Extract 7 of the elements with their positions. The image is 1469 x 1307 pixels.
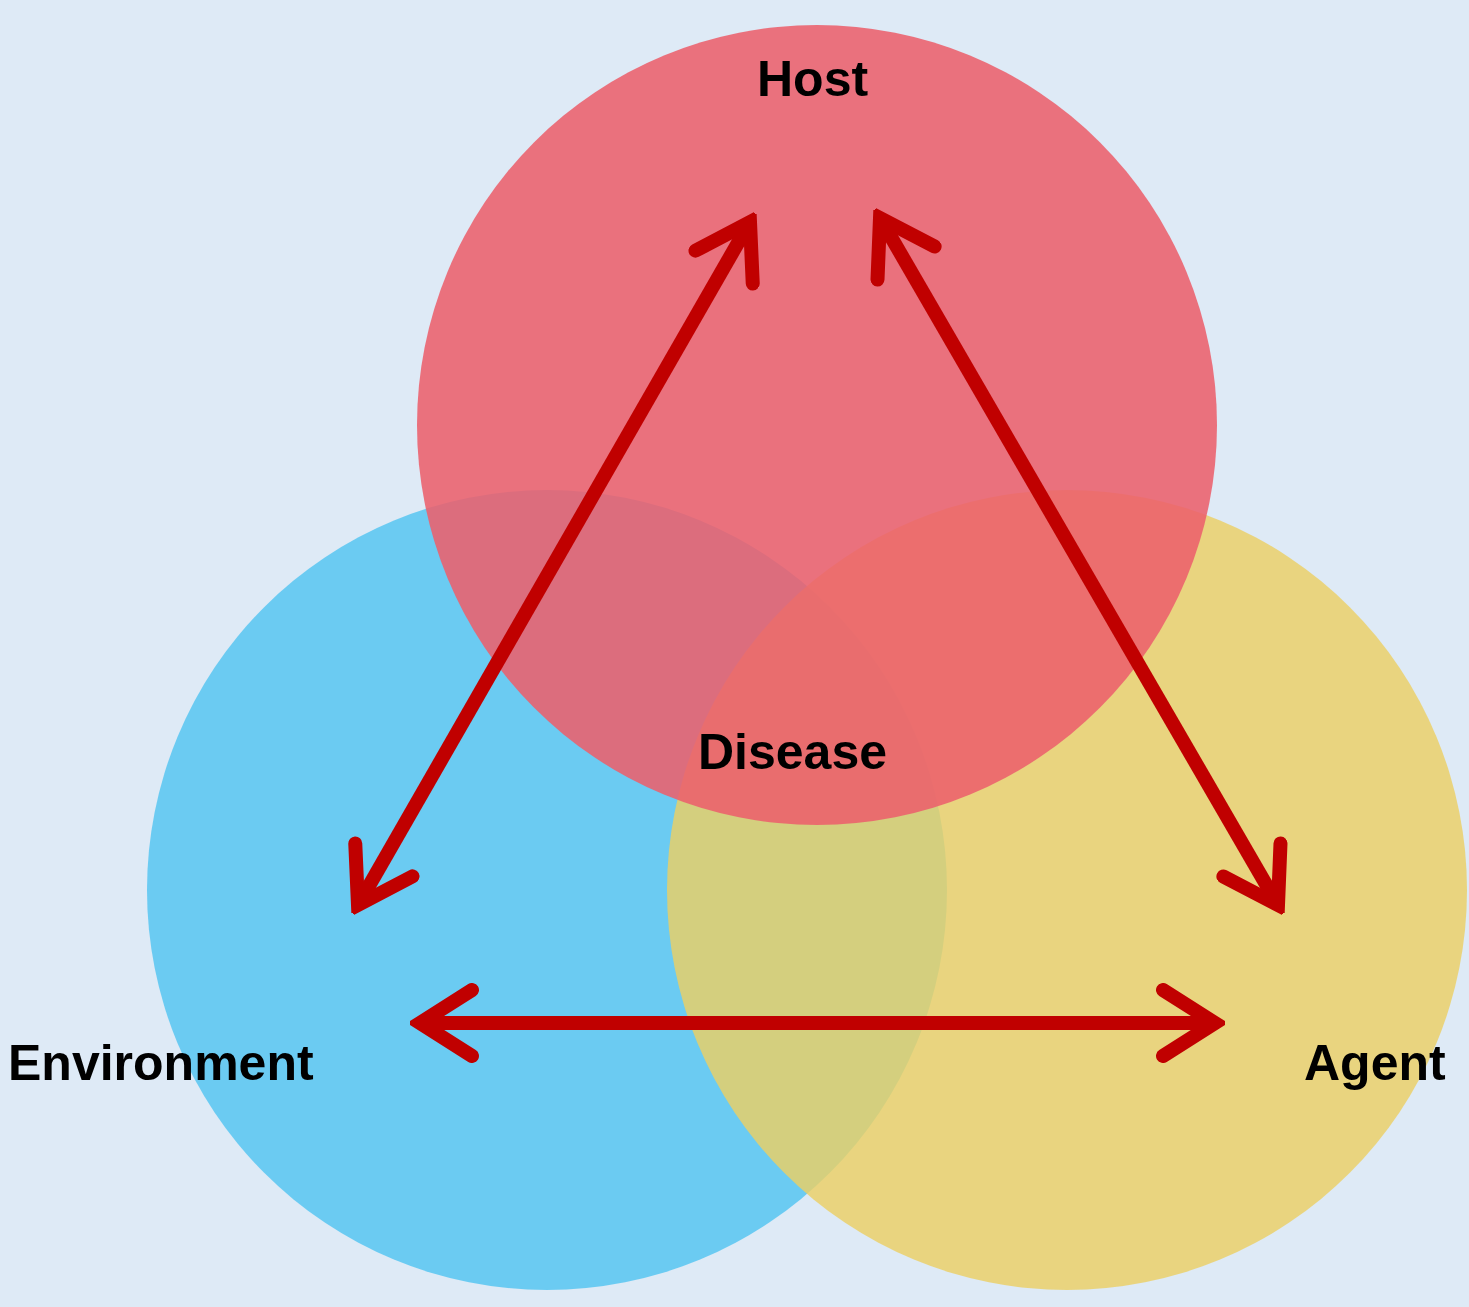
circle-label: Agent	[1304, 1038, 1446, 1088]
circle-label: Host	[757, 54, 869, 104]
double-arrow	[413, 983, 1222, 1063]
circle-label: Environment	[8, 1038, 314, 1088]
overlap-label: Disease	[698, 727, 888, 777]
double-arrow	[870, 211, 1288, 912]
double-arrow	[348, 215, 760, 912]
